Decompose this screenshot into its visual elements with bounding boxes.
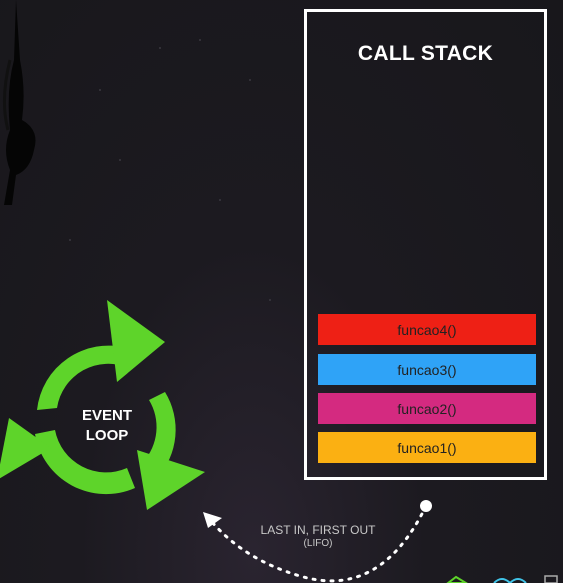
lifo-arrowhead-icon bbox=[203, 512, 222, 528]
stack-frame-label: funcao2() bbox=[397, 400, 457, 417]
stack-frame-funcao3: funcao3() bbox=[318, 354, 536, 385]
lifo-line1: LAST IN, FIRST OUT bbox=[260, 523, 376, 537]
lifo-line2: (LIFO) bbox=[303, 538, 333, 549]
lifo-dotted-path bbox=[210, 504, 428, 583]
call-stack-title: CALL STACK bbox=[357, 42, 494, 65]
node-logo-icon bbox=[446, 575, 468, 583]
stack-frame-funcao1: funcao1() bbox=[318, 432, 536, 463]
call-stack-box: CALL STACK bbox=[304, 9, 547, 480]
stack-frame-label: funcao3() bbox=[397, 361, 457, 378]
stack-frame-funcao2: funcao2() bbox=[318, 393, 536, 424]
event-loop-line1: EVENT bbox=[81, 407, 132, 424]
lifo-start-dot bbox=[420, 500, 432, 512]
lifo-caption: LAST IN, FIRST OUT (LIFO) bbox=[238, 523, 398, 551]
misc-logo-icon bbox=[544, 575, 558, 583]
hanging-figure-icon bbox=[2, 0, 36, 205]
stack-frame-label: funcao1() bbox=[397, 439, 457, 456]
event-loop-line2: LOOP bbox=[85, 427, 129, 444]
recycle-arrow-left bbox=[0, 418, 135, 495]
recycle-arrow-right bbox=[137, 392, 205, 510]
stack-frame-label: funcao4() bbox=[397, 321, 457, 338]
react-logo-icon bbox=[493, 578, 527, 583]
recycle-arrow-top bbox=[37, 300, 165, 410]
background-stars bbox=[69, 39, 271, 301]
event-loop-label: EVENT LOOP bbox=[57, 406, 157, 446]
stack-frame-funcao4: funcao4() bbox=[318, 314, 536, 345]
